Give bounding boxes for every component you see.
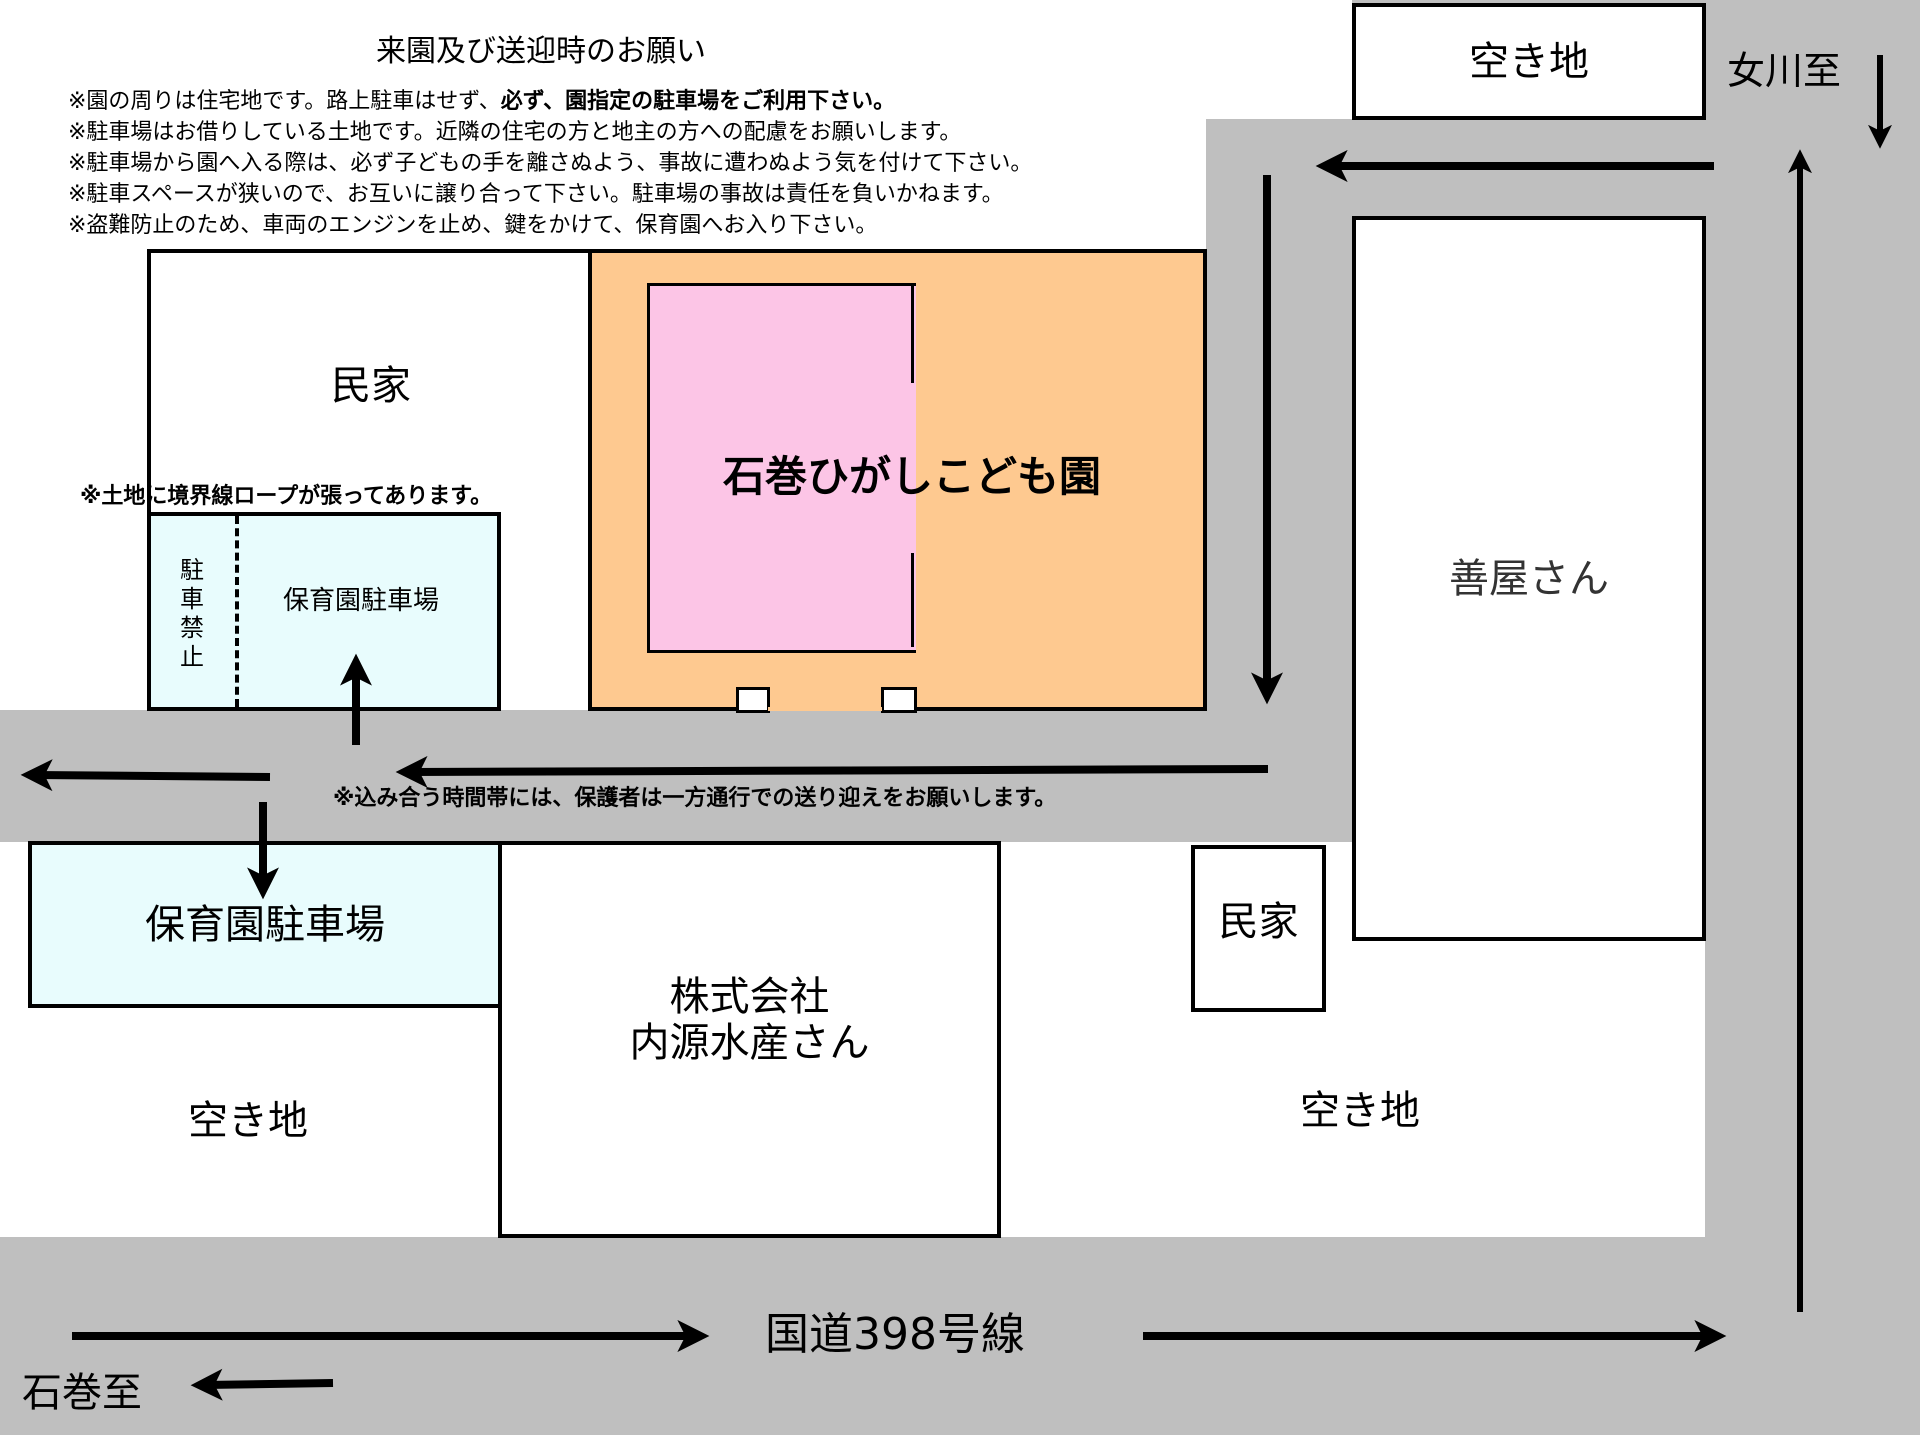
land-top (0, 0, 1352, 119)
parking-top-label: 保育園駐車場 (283, 586, 440, 616)
boundary-note: ※土地に境界線ロープが張ってあります。 (80, 484, 493, 509)
notice-line-1: ※園の周りは住宅地です。路上駐車はせず、必ず、園指定の駐車場をご利用下さい。 (68, 89, 896, 114)
gate-left[interactable] (736, 687, 770, 713)
notice-title: 来園及び送迎時のお願い (376, 34, 706, 69)
no-parking-label: 駐車禁止 (180, 556, 204, 671)
entrance-gap (768, 707, 882, 711)
notice-line-3: ※駐車場から園へ入る際は、必ず子どもの手を離さぬよう、事故に遭わぬよう気を付けて… (68, 151, 1033, 176)
boundary-rope-line (235, 516, 239, 707)
parking-lot-top: 駐車禁止 保育園駐車場 (147, 512, 501, 711)
notice-list: ※園の周りは住宅地です。路上駐車はせず、必ず、園指定の駐車場をご利用下さい。 ※… (68, 86, 1032, 241)
notice-line-2: ※駐車場はお借りしている土地です。近隣の住宅の方と地主の方への配慮をお願いします… (68, 120, 962, 145)
vacant-lot-bottom-left: 空き地 (188, 1098, 308, 1144)
gate-right[interactable] (881, 687, 917, 713)
house-top-left: 民家 (147, 249, 588, 512)
arrow-left-exit (20, 759, 271, 792)
to-onagawa-label: 女川至 (1727, 49, 1842, 93)
nursery-building-right-wall-upper (911, 283, 914, 383)
zenya-building: 善屋さん (1352, 216, 1706, 941)
arrow-to-ishinomaki (190, 1368, 334, 1401)
nursery-building-right-wall-lower (911, 553, 914, 647)
vacant-lot-top-right: 空き地 (1352, 3, 1706, 120)
notice-line-4: ※駐車スペースが狭いので、お互いに譲り合って下さい。駐車場の事故は責任を負いかね… (68, 182, 1004, 207)
nursery-grounds: 石巻ひがしこども園 (588, 249, 1207, 713)
one-way-note: ※込み合う時間帯には、保護者は一方通行での送り迎えをお願いします。 (333, 786, 1057, 811)
company-building: 株式会社 内源水産さん (498, 841, 1001, 1238)
notice-line-5: ※盗難防止のため、車両のエンジンを止め、鍵をかけて、保育園へお入り下さい。 (68, 213, 878, 238)
route-398-label: 国道398号線 (765, 1309, 1025, 1360)
to-ishinomaki-label: 石巻至 (22, 1370, 142, 1416)
nursery-building (647, 283, 916, 653)
house-small: 民家 (1191, 845, 1326, 1012)
nursery-name: 石巻ひがしこども園 (723, 452, 1102, 501)
arrow-middle-road-left (395, 755, 1269, 788)
vacant-lot-bottom-right: 空き地 (1300, 1088, 1420, 1134)
